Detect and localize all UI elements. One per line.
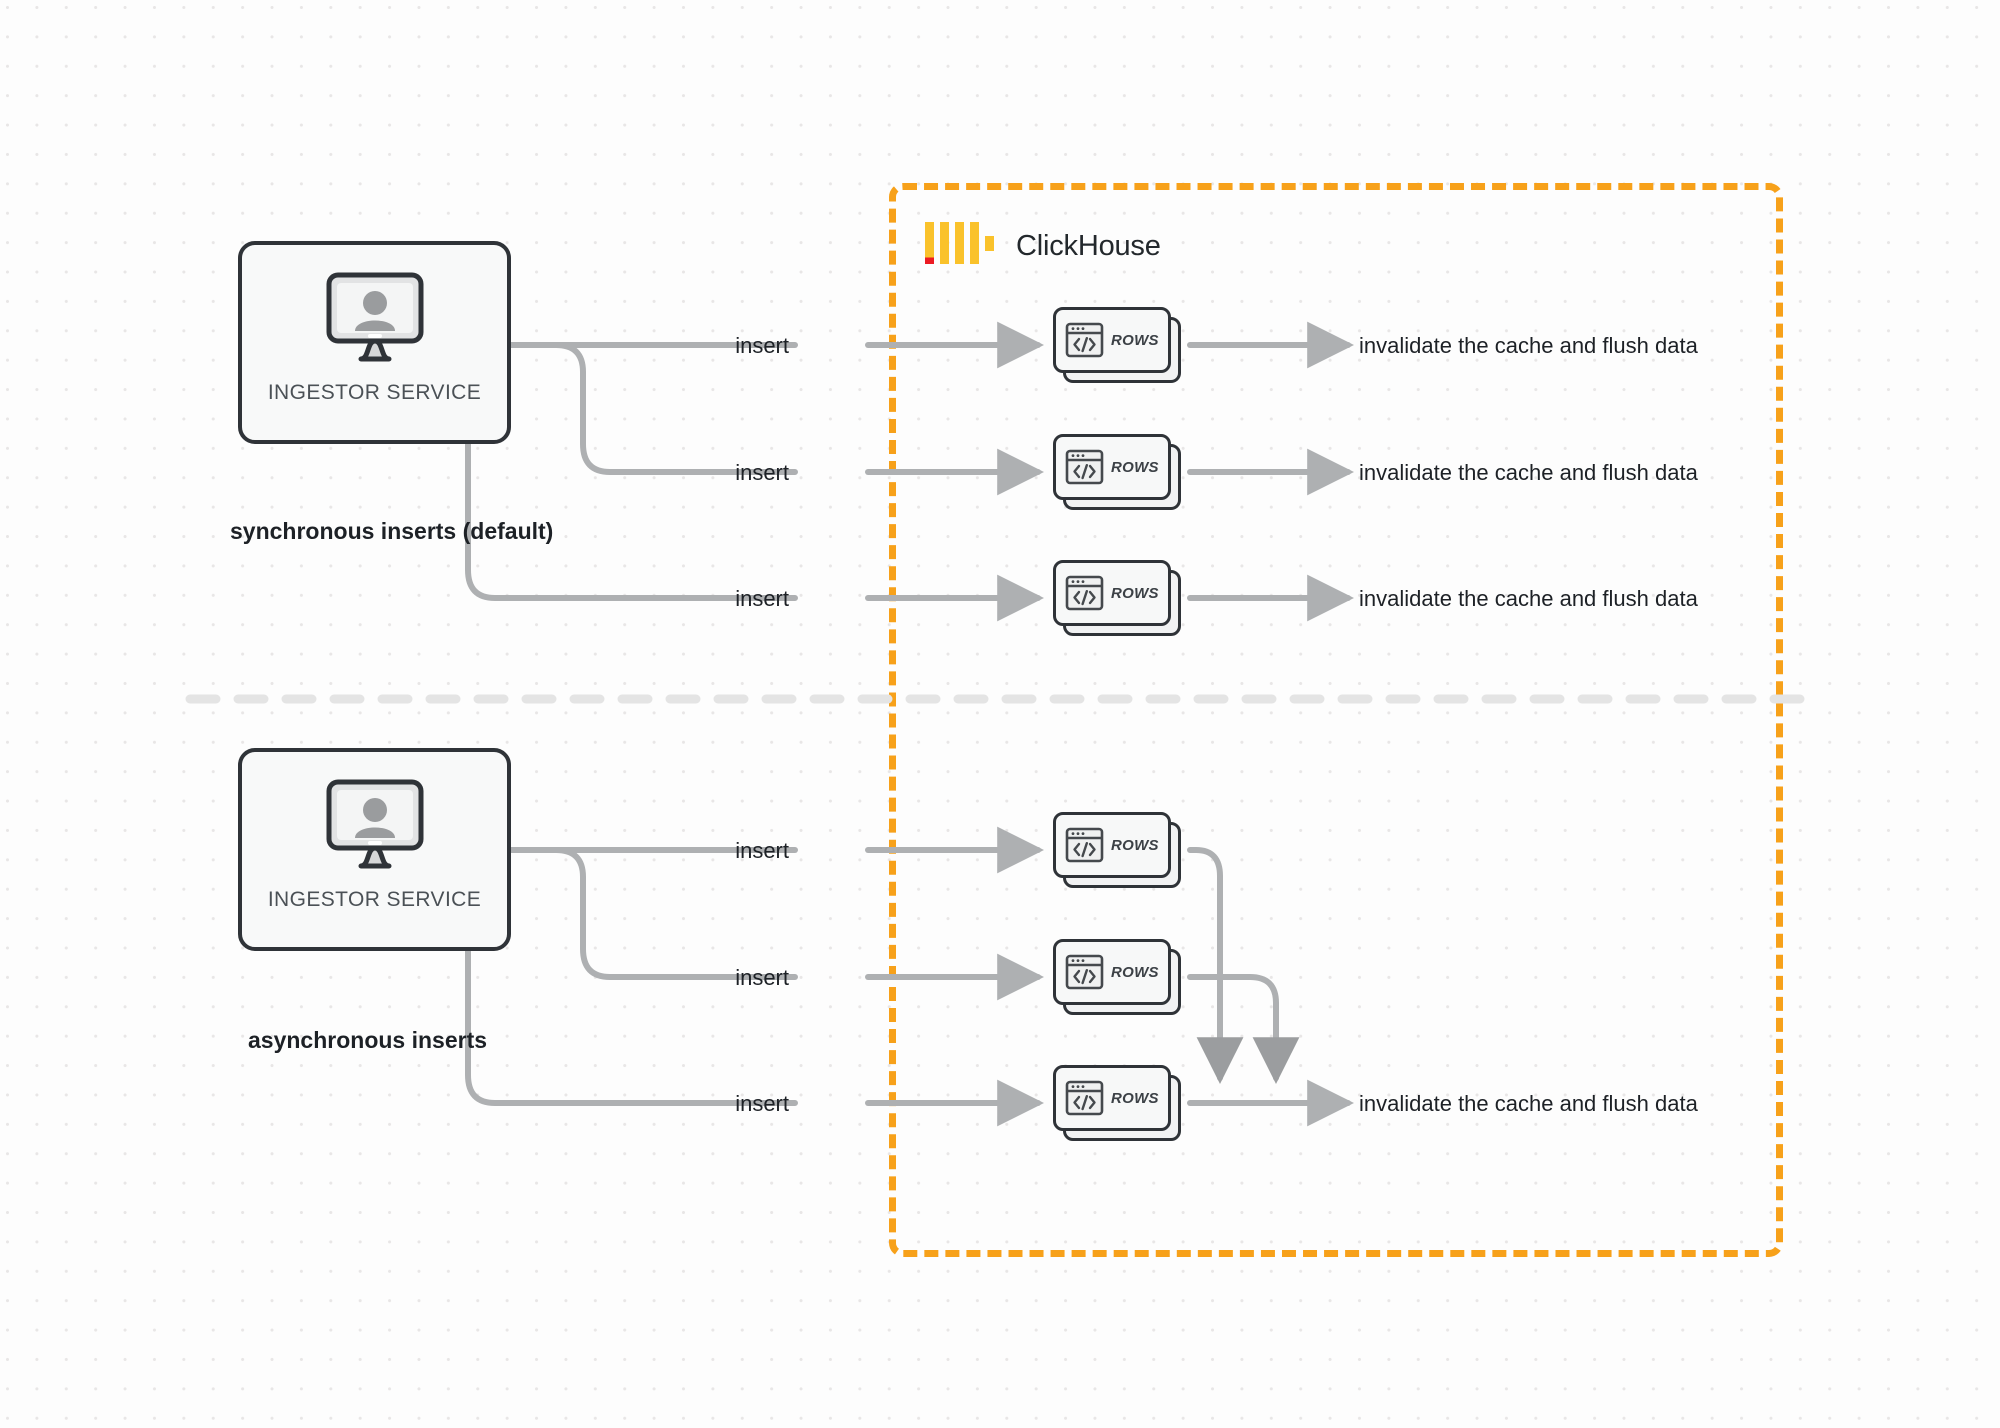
result-label-async-merged: invalidate the cache and flush data xyxy=(1359,1091,1698,1116)
clickhouse-boundary xyxy=(889,183,1783,1257)
caption-asynchronous-inserts: asynchronous inserts xyxy=(248,1027,488,1053)
insert-label-sync-3: insert xyxy=(735,586,789,611)
insert-label-async-1: insert xyxy=(735,838,789,863)
result-label-sync-1: invalidate the cache and flush data xyxy=(1359,333,1698,358)
code-window-icon xyxy=(1065,827,1104,863)
code-window-icon xyxy=(1065,322,1104,358)
rows-label: ROWS xyxy=(1111,584,1159,602)
code-window-icon xyxy=(1065,575,1104,611)
monitor-user-icon xyxy=(326,779,423,869)
sidebar-item-ingestor-service-async[interactable]: INGESTOR SERVICE xyxy=(238,748,511,951)
code-window-icon xyxy=(1065,1080,1104,1116)
rows-card-async-2[interactable]: ROWS xyxy=(1053,939,1181,1015)
rows-label: ROWS xyxy=(1111,963,1159,981)
insert-label-sync-2: insert xyxy=(735,460,789,485)
ingestor-service-label: INGESTOR SERVICE xyxy=(267,381,482,404)
rows-label: ROWS xyxy=(1111,836,1159,854)
rows-label: ROWS xyxy=(1111,331,1159,349)
insert-label-sync-1: insert xyxy=(735,333,789,358)
code-window-icon xyxy=(1065,954,1104,990)
sidebar-item-ingestor-service-sync[interactable]: INGESTOR SERVICE xyxy=(238,241,511,444)
rows-card-async-1[interactable]: ROWS xyxy=(1053,812,1181,888)
rows-label: ROWS xyxy=(1111,458,1159,476)
rows-label: ROWS xyxy=(1111,1089,1159,1107)
insert-label-async-3: insert xyxy=(735,1091,789,1116)
rows-card-sync-3[interactable]: ROWS xyxy=(1053,560,1181,636)
clickhouse-wordmark: ClickHouse xyxy=(1016,230,1161,262)
monitor-user-icon xyxy=(326,272,423,362)
result-label-sync-2: invalidate the cache and flush data xyxy=(1359,460,1698,485)
rows-card-face[interactable]: ROWS xyxy=(1053,307,1171,373)
rows-card-async-3[interactable]: ROWS xyxy=(1053,1065,1181,1141)
rows-card-face[interactable]: ROWS xyxy=(1053,434,1171,500)
code-window-icon xyxy=(1065,449,1104,485)
ingestor-service-label: INGESTOR SERVICE xyxy=(267,888,482,911)
rows-card-face[interactable]: ROWS xyxy=(1053,1065,1171,1131)
caption-synchronous-inserts: synchronous inserts (default) xyxy=(230,518,554,544)
rows-card-sync-2[interactable]: ROWS xyxy=(1053,434,1181,510)
rows-card-sync-1[interactable]: ROWS xyxy=(1053,307,1181,383)
clickhouse-brand: ClickHouse xyxy=(925,222,1161,264)
insert-label-async-2: insert xyxy=(735,965,789,990)
rows-card-face[interactable]: ROWS xyxy=(1053,812,1171,878)
rows-card-face[interactable]: ROWS xyxy=(1053,560,1171,626)
result-label-sync-3: invalidate the cache and flush data xyxy=(1359,586,1698,611)
clickhouse-logo-icon xyxy=(925,222,994,264)
rows-card-face[interactable]: ROWS xyxy=(1053,939,1171,1005)
